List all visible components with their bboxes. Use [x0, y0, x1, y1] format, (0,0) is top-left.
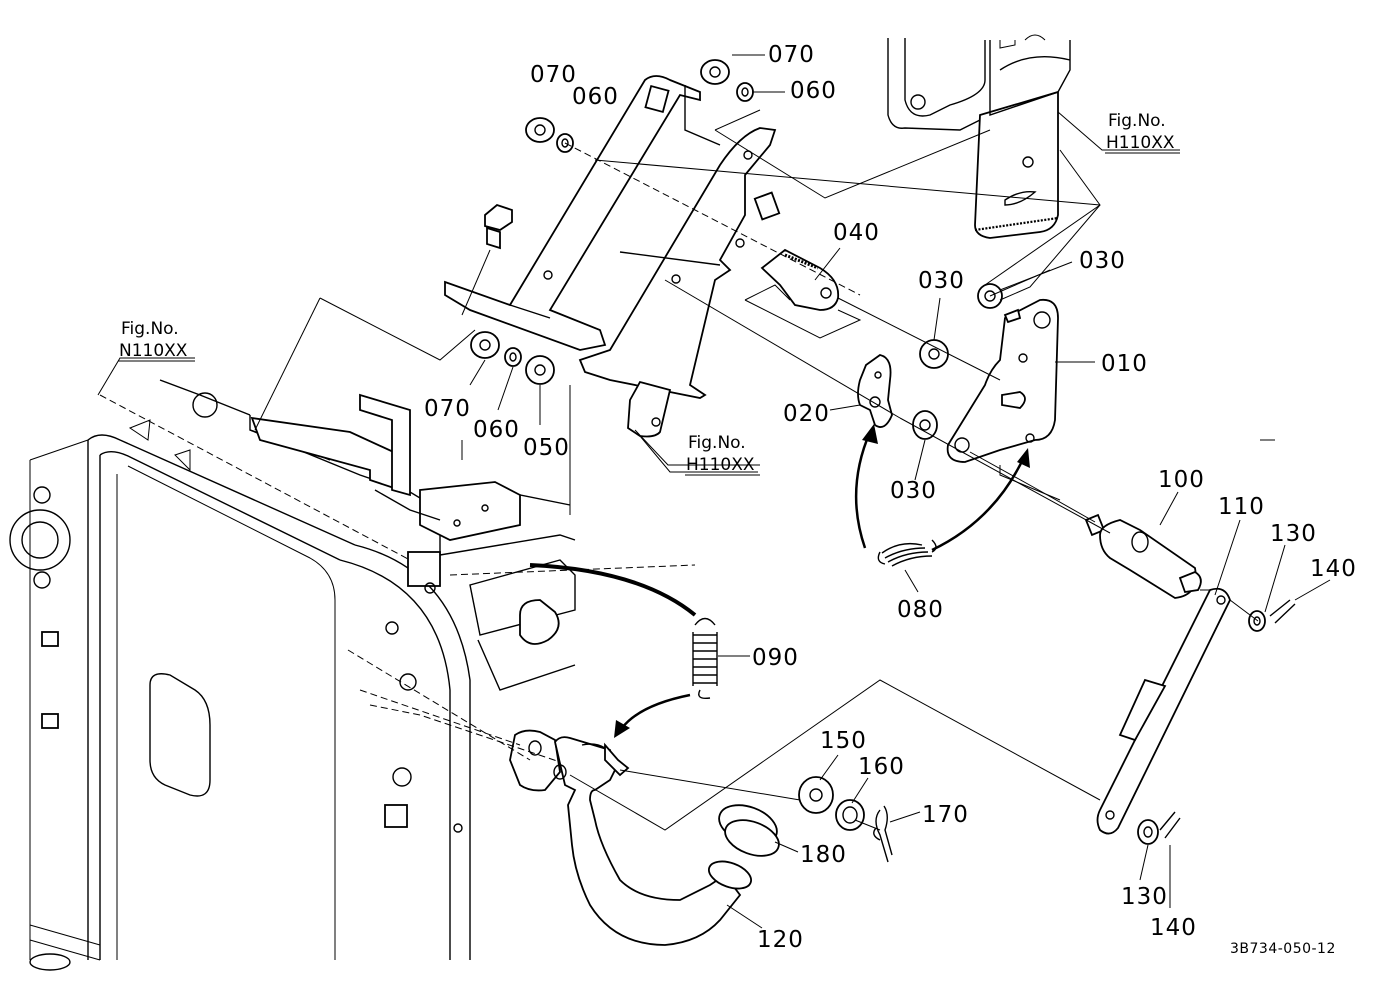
part-label-120: 120: [757, 927, 804, 953]
link-020: [857, 354, 893, 428]
part-label-130a: 130: [1270, 521, 1317, 547]
figure-ref-title: Fig.No.: [688, 433, 746, 453]
motion-arrows: [529, 424, 1030, 738]
part-label-140a: 140: [1310, 556, 1357, 582]
washer-150: [798, 776, 834, 814]
part-label-150: 150: [820, 728, 867, 754]
frame-panel: [9, 434, 471, 971]
washer-030b: [919, 339, 949, 369]
washer-160: [835, 799, 865, 831]
pedal-pad-180: [708, 804, 780, 890]
part-label-020: 020: [783, 401, 830, 427]
part-label-050: 050: [523, 435, 570, 461]
shaft-100: [1084, 513, 1202, 599]
leader-lines: [97, 54, 1331, 929]
pin-140b: [1159, 811, 1181, 839]
part-label-070a: 070: [530, 62, 577, 88]
part-label-030b: 030: [918, 268, 965, 294]
part-labels: 070 060 070 060 040 030 030 010 020 030 …: [424, 42, 1357, 953]
spring-090: [692, 617, 718, 700]
spring-washer-060c: [504, 347, 522, 367]
figure-ref-h110-mid[interactable]: Fig.No. H110XX: [685, 433, 760, 476]
part-label-060a: 060: [572, 84, 619, 110]
clip-170: [873, 805, 893, 863]
pawl-040: [760, 248, 840, 311]
spring-080: [877, 539, 937, 567]
part-label-010: 010: [1101, 351, 1148, 377]
part-label-080: 080: [897, 597, 944, 623]
part-label-030c: 030: [890, 478, 937, 504]
part-label-060b: 060: [790, 78, 837, 104]
part-label-090: 090: [752, 645, 799, 671]
figure-ref-title: Fig.No.: [1108, 111, 1166, 131]
rod-110: [1096, 587, 1231, 835]
nut-070a: [525, 117, 555, 143]
part-label-040: 040: [833, 220, 880, 246]
part-label-180: 180: [800, 842, 847, 868]
part-label-160: 160: [858, 754, 905, 780]
part-label-060c: 060: [473, 417, 520, 443]
part-label-110: 110: [1218, 494, 1265, 520]
washer-130b: [1137, 819, 1159, 845]
lever-plate-010: [946, 298, 1059, 463]
figure-ref-code[interactable]: H110XX: [1106, 133, 1175, 153]
upper-frame: [128, 379, 576, 691]
figure-ref-n110[interactable]: Fig.No. N110XX: [118, 319, 195, 362]
figure-ref-code[interactable]: N110XX: [119, 341, 188, 361]
spring-washer-060b: [736, 82, 754, 102]
main-bracket: [444, 75, 781, 438]
nut-070b: [700, 59, 730, 85]
pedal-arm-120: [509, 729, 742, 946]
washer-030c: [912, 410, 938, 440]
washer-050: [525, 355, 555, 385]
washer-130a: [1248, 610, 1266, 632]
top-right-bracket: [887, 34, 1071, 239]
part-label-100: 100: [1158, 467, 1205, 493]
part-label-170: 170: [922, 802, 969, 828]
pin-140a: [1269, 599, 1296, 624]
drawing-code: 3B734-050-12: [1230, 941, 1336, 957]
part-label-070c: 070: [424, 396, 471, 422]
nut-070c: [470, 331, 500, 359]
figure-ref-code[interactable]: H110XX: [686, 455, 755, 475]
part-label-140b: 140: [1150, 915, 1197, 941]
figure-ref-h110-top[interactable]: Fig.No. H110XX: [1105, 111, 1180, 154]
part-label-130b: 130: [1121, 884, 1168, 910]
part-label-070b: 070: [768, 42, 815, 68]
bolt: [484, 203, 513, 250]
part-label-030a: 030: [1079, 248, 1126, 274]
figure-ref-title: Fig.No.: [121, 319, 179, 339]
